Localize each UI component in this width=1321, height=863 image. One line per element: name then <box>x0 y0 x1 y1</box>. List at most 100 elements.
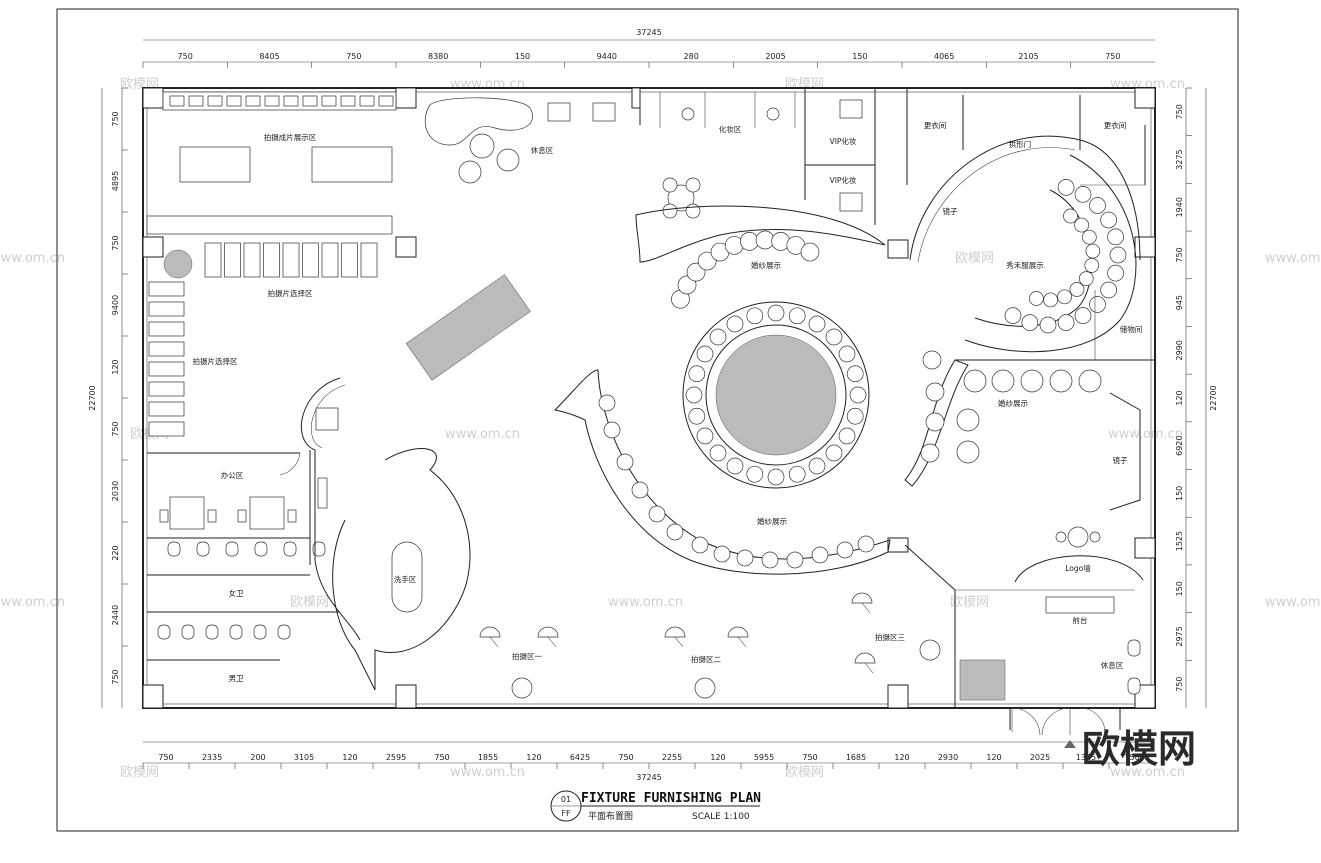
gown-mannequin <box>1057 179 1075 196</box>
room-label-photo-display: 拍摄成片展示区 <box>264 132 317 142</box>
title-block: 01 FF FIXTURE FURNISHING PLAN 平面布置图 SCAL… <box>550 790 761 822</box>
dimension-value: 2025 <box>1030 753 1050 762</box>
dimension-value: 120 <box>1175 390 1184 405</box>
dimension-value: 750 <box>111 235 120 250</box>
light-umbrella <box>537 626 559 638</box>
show-gown-display: 秀禾服展示 储物间 <box>964 154 1155 361</box>
dimension-value: 2440 <box>111 605 120 625</box>
gown-mannequin <box>696 345 714 363</box>
brand-watermark: 欧模网 <box>1082 727 1196 771</box>
light-umbrella <box>854 652 876 664</box>
drawing-scale: SCALE 1:100 <box>692 812 750 822</box>
gown-display-mid: 婚纱展示 <box>553 369 891 575</box>
gown-mannequin <box>849 386 867 404</box>
watermark-layer: 欧模网 www.om.cn 欧模网 www.om.cn 欧模网 www.om.c… <box>0 77 1321 780</box>
dimension-value: 750 <box>618 753 633 762</box>
gown-mannequin <box>1109 246 1127 264</box>
gown-mannequin <box>1074 186 1092 203</box>
dimension-value: 750 <box>111 111 120 126</box>
dimension-value: 8380 <box>428 52 448 61</box>
watermark: 欧模网 <box>785 765 824 780</box>
dimension-value: 5955 <box>754 753 774 762</box>
dimension-value: 120 <box>986 753 1001 762</box>
toilet-fixture <box>157 624 171 640</box>
photo-select-area: 拍摄片选择区 拍摄片选择区 <box>148 242 378 437</box>
room-label-dressing-2: 更衣间 <box>1104 120 1127 130</box>
gown-mannequin <box>1107 228 1124 246</box>
central-circle-display <box>682 301 870 489</box>
drawing-subtitle: 平面布置图 <box>588 810 633 822</box>
photo-frame <box>245 95 261 107</box>
gown-mannequin <box>1074 307 1092 324</box>
gown-mannequin <box>767 304 785 322</box>
gown-mannequin <box>1049 369 1073 393</box>
rest-area-top: 休息区 <box>424 97 701 219</box>
room-label-storage: 储物间 <box>1120 324 1143 334</box>
gown-mannequin <box>786 551 804 569</box>
room-label-arch-door: 拱形门 <box>1009 139 1032 149</box>
dimension-value: 4895 <box>111 171 120 191</box>
gown-mannequin <box>1084 258 1100 273</box>
photo-frame <box>169 95 185 107</box>
toilet-fixture <box>283 541 297 557</box>
dimension-value: 2005 <box>765 52 785 61</box>
room-label-photo-select-1: 拍摄片选择区 <box>268 288 313 298</box>
gown-mannequin <box>920 443 940 463</box>
room-label-rest-right: 休息区 <box>1101 660 1124 670</box>
gown-mannequin <box>922 350 942 370</box>
gown-mannequin <box>746 307 764 325</box>
gown-mannequin <box>1069 282 1085 297</box>
room-label-makeup: 化妆区 <box>719 124 742 134</box>
gown-mannequin <box>836 541 854 559</box>
gown-mannequin <box>1057 314 1075 331</box>
reception-area: Logo墙 前台 休息区 <box>955 526 1144 695</box>
select-booth <box>321 242 339 278</box>
outer-walls <box>142 87 1156 730</box>
gown-mannequin <box>685 386 703 404</box>
gown-mannequin <box>691 536 709 554</box>
dimension-value: 120 <box>342 753 357 762</box>
room-label-shoot-3: 拍摄区三 <box>875 632 905 642</box>
select-booth <box>302 242 319 278</box>
dimension-value: 2335 <box>202 753 222 762</box>
gown-mannequin <box>1100 281 1117 299</box>
structural-columns <box>142 87 1156 709</box>
gown-mannequin <box>688 407 706 425</box>
select-booth <box>243 242 261 278</box>
gown-mannequin <box>598 394 616 412</box>
gown-mannequin <box>709 444 727 462</box>
select-booth <box>224 242 241 278</box>
dimension-value: 1940 <box>1175 197 1184 217</box>
photo-frame <box>264 95 280 107</box>
shooting-prop <box>511 677 533 699</box>
gown-display-right: 婚纱展示 镜子 <box>904 350 1141 511</box>
dimension-value: 2930 <box>938 753 958 762</box>
dimension-value: 750 <box>111 669 120 684</box>
dimension-value: 750 <box>434 753 449 762</box>
watermark-url: www.om.cn <box>1110 765 1185 780</box>
photo-frame <box>188 95 204 107</box>
shooting-areas: 拍摄区一 拍摄区二 拍摄区三 <box>479 544 956 708</box>
light-umbrella <box>851 592 873 604</box>
gown-mannequin <box>857 535 875 553</box>
gown-mannequin <box>788 465 806 483</box>
dimension-value: 200 <box>250 753 265 762</box>
dimension-value: 2105 <box>1018 52 1038 61</box>
dimension-value: 6425 <box>570 753 590 762</box>
makeup-area: 化妆区 VIP化妆 VIP化妆 <box>639 88 876 225</box>
room-label-shoot-1: 拍摄区一 <box>512 651 542 661</box>
gown-mannequin <box>767 468 785 486</box>
photo-frame <box>359 95 375 107</box>
gown-mannequin <box>740 232 759 251</box>
watermark: 欧模网 <box>955 251 994 266</box>
gown-mannequin <box>1081 229 1097 245</box>
gown-mannequin <box>1020 369 1044 393</box>
watermark-url: www.om.cn <box>1265 595 1321 610</box>
dimension-value: 120 <box>894 753 909 762</box>
gown-mannequin <box>631 481 649 499</box>
office-area: 办公区 <box>147 450 311 565</box>
dimension-value: 8405 <box>259 52 279 61</box>
watermark-url: www.om.cn <box>450 765 525 780</box>
dimension-value: 280 <box>684 52 699 61</box>
